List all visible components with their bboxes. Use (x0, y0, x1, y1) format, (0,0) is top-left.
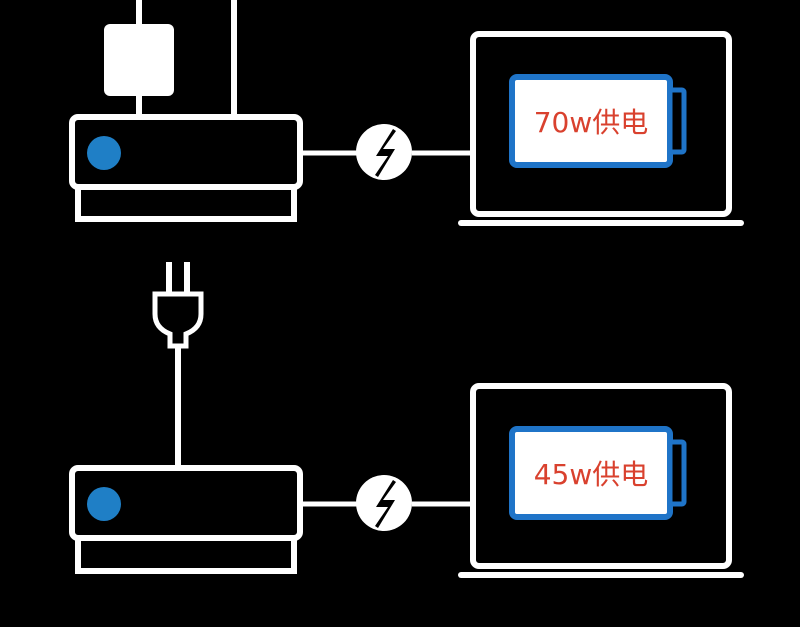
thunderbolt-icon (356, 124, 412, 180)
setup-top: 70w供电 (69, 0, 744, 226)
dock-indicator (87, 487, 121, 521)
thunderbolt-icon (356, 475, 412, 531)
power-label-bottom: 45w供电 (534, 458, 649, 491)
dock-device (69, 114, 303, 222)
power-plug-icon (152, 262, 204, 466)
battery-icon (509, 426, 687, 520)
setup-bottom: 45w供电 (69, 262, 744, 578)
dock-device (69, 465, 303, 574)
battery-icon (509, 74, 687, 168)
dock-indicator (87, 136, 121, 170)
power-label-top: 70w供电 (534, 106, 649, 139)
power-brick-icon (104, 0, 237, 116)
